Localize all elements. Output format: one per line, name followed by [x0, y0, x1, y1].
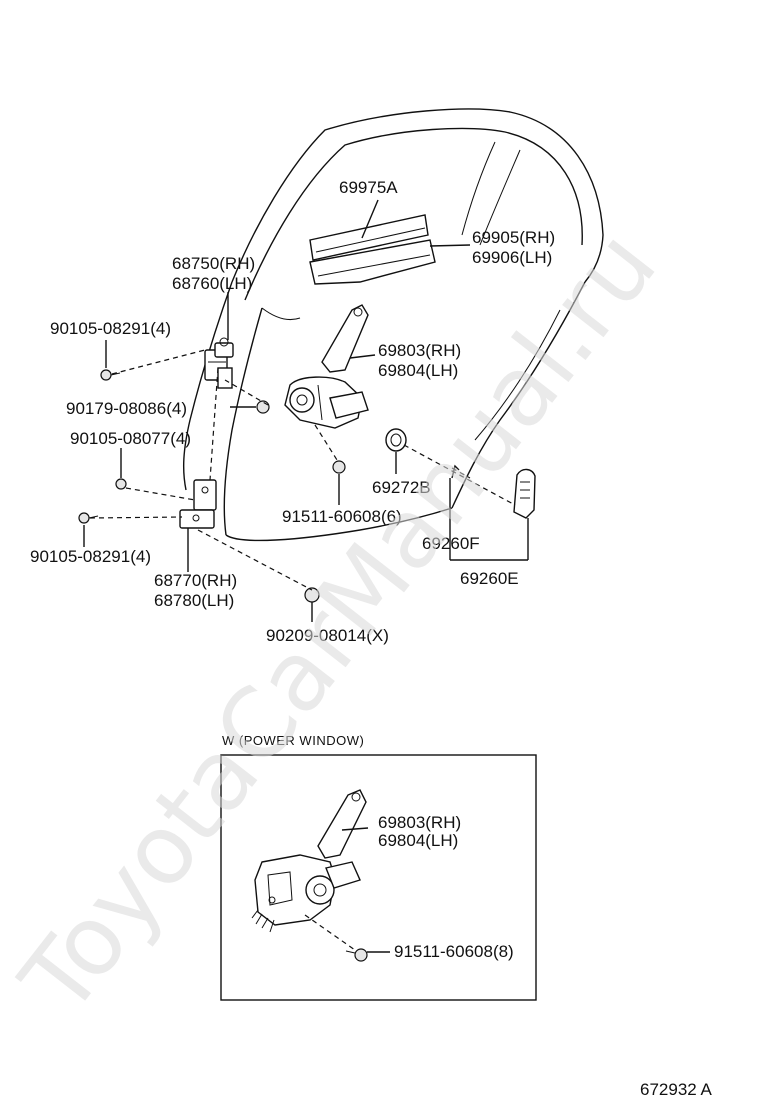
inset-label-69803: 69803(RH): [378, 813, 461, 832]
inset-title: W (POWER WINDOW): [222, 733, 364, 748]
power-window-regulator: [251, 789, 367, 933]
label-68780: 68780(LH): [154, 591, 234, 610]
figure-code: 672932 A: [640, 1080, 713, 1099]
label-68760: 68760(LH): [172, 274, 252, 293]
bolt-90105-08291-bottom: [78, 512, 99, 524]
nut-90179-08086: [256, 400, 270, 414]
label-69803: 69803(RH): [378, 341, 461, 360]
bolt-90105-08291-top: [100, 369, 121, 381]
glass-run-channel-lower: [309, 239, 436, 285]
inset-label-69804: 69804(LH): [378, 831, 458, 850]
label-90105-08291-bottom: 90105-08291(4): [30, 547, 151, 566]
inset-dash: [304, 914, 356, 951]
label-69906: 69906(LH): [472, 248, 552, 267]
bolt-91511-60608-main: [332, 460, 346, 474]
inset-frame: [220, 754, 537, 1001]
glass-run-channel-upper: [309, 214, 429, 261]
label-68770: 68770(RH): [154, 571, 237, 590]
handle-escutcheon-69272b: [385, 428, 407, 452]
label-91511-60608-6: 91511-60608(6): [282, 507, 402, 526]
hinge-lower: [179, 479, 217, 529]
label-90105-08291-top: 90105-08291(4): [50, 319, 171, 338]
door-outline: [183, 108, 604, 542]
window-regulator: [284, 304, 369, 429]
label-69975a: 69975A: [339, 178, 398, 197]
inset-label-91511-60608-8: 91511-60608(8): [394, 942, 514, 961]
label-69804: 69804(LH): [378, 361, 458, 380]
label-90209-08014: 90209-08014(X): [266, 626, 389, 645]
label-69905: 69905(RH): [472, 228, 555, 247]
label-90105-08077: 90105-08077(4): [70, 429, 191, 448]
bolt-91511-60608-inset: [345, 948, 368, 962]
label-68750: 68750(RH): [172, 254, 255, 273]
label-90179-08086: 90179-08086(4): [66, 399, 187, 418]
label-69260f: 69260F: [422, 534, 480, 553]
label-69260e: 69260E: [460, 569, 519, 588]
inset-leader-regulator: [341, 827, 369, 831]
bolt-90105-08077: [115, 478, 127, 490]
label-69272b: 69272B: [372, 478, 431, 497]
leader-lines: [83, 199, 529, 622]
hinge-upper: [204, 337, 234, 389]
handle-clip-69260f: [451, 464, 460, 479]
window-handle-69260e: [513, 468, 536, 519]
